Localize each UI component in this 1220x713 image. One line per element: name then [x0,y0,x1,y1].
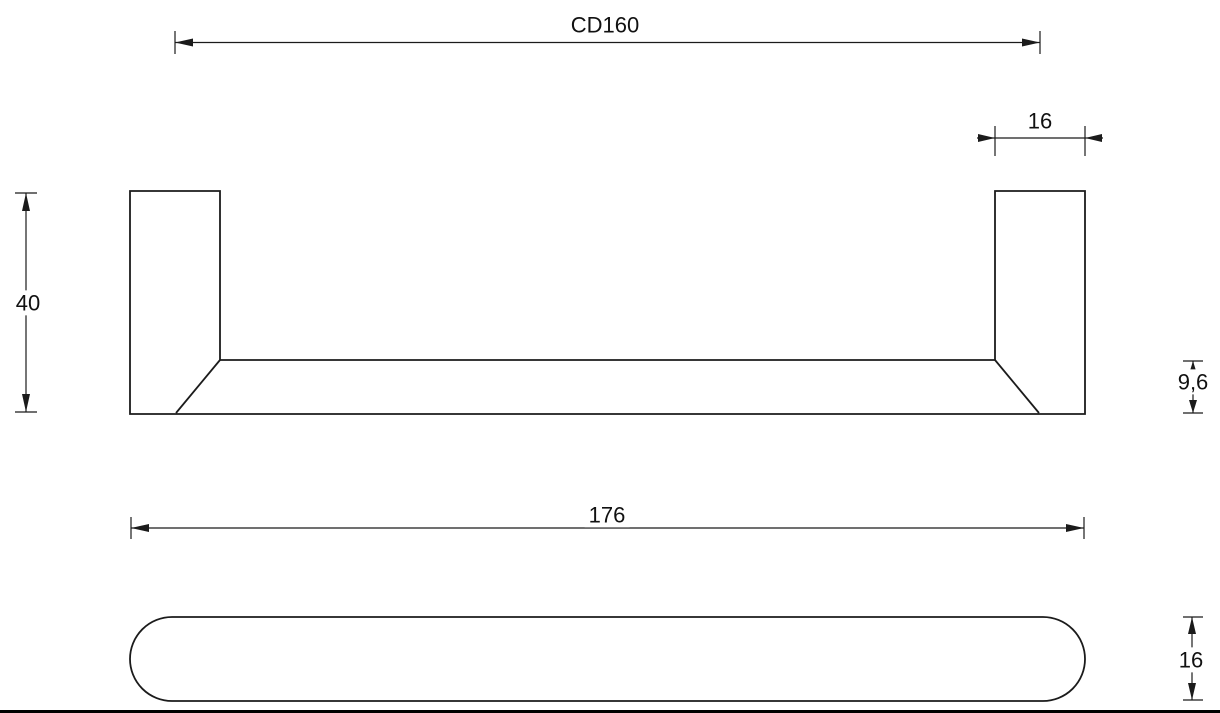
arrowhead [175,38,193,47]
top-view [129,616,1086,702]
front-view-right-chamfer [994,359,1040,414]
arrowhead [22,193,30,211]
dim-label-overall-length: 176 [584,502,630,528]
arrowhead [1085,134,1102,142]
front-view-left-chamfer [175,359,221,414]
arrowhead [131,524,149,532]
dim-label-depth: 16 [1174,647,1208,673]
dimension-overall-length [130,517,1085,539]
arrowhead [1188,683,1196,700]
dim-label-grip-thickness: 9,6 [1173,369,1213,395]
arrowhead [1066,524,1084,532]
arrowhead [1189,400,1197,413]
arrowhead [978,134,995,142]
dim-label-center-distance: CD160 [566,12,644,38]
front-view-outline [129,190,1086,415]
arrowhead [22,394,30,412]
front-view [129,190,1086,415]
dimension-center-distance [174,31,1041,54]
dim-label-height: 40 [11,290,45,316]
dimension-end-post-width [977,126,1103,156]
dim-label-end-post-width: 16 [1023,108,1057,134]
top-view-outline [129,616,1086,702]
arrowhead [1188,617,1196,634]
arrowhead [1022,38,1040,47]
